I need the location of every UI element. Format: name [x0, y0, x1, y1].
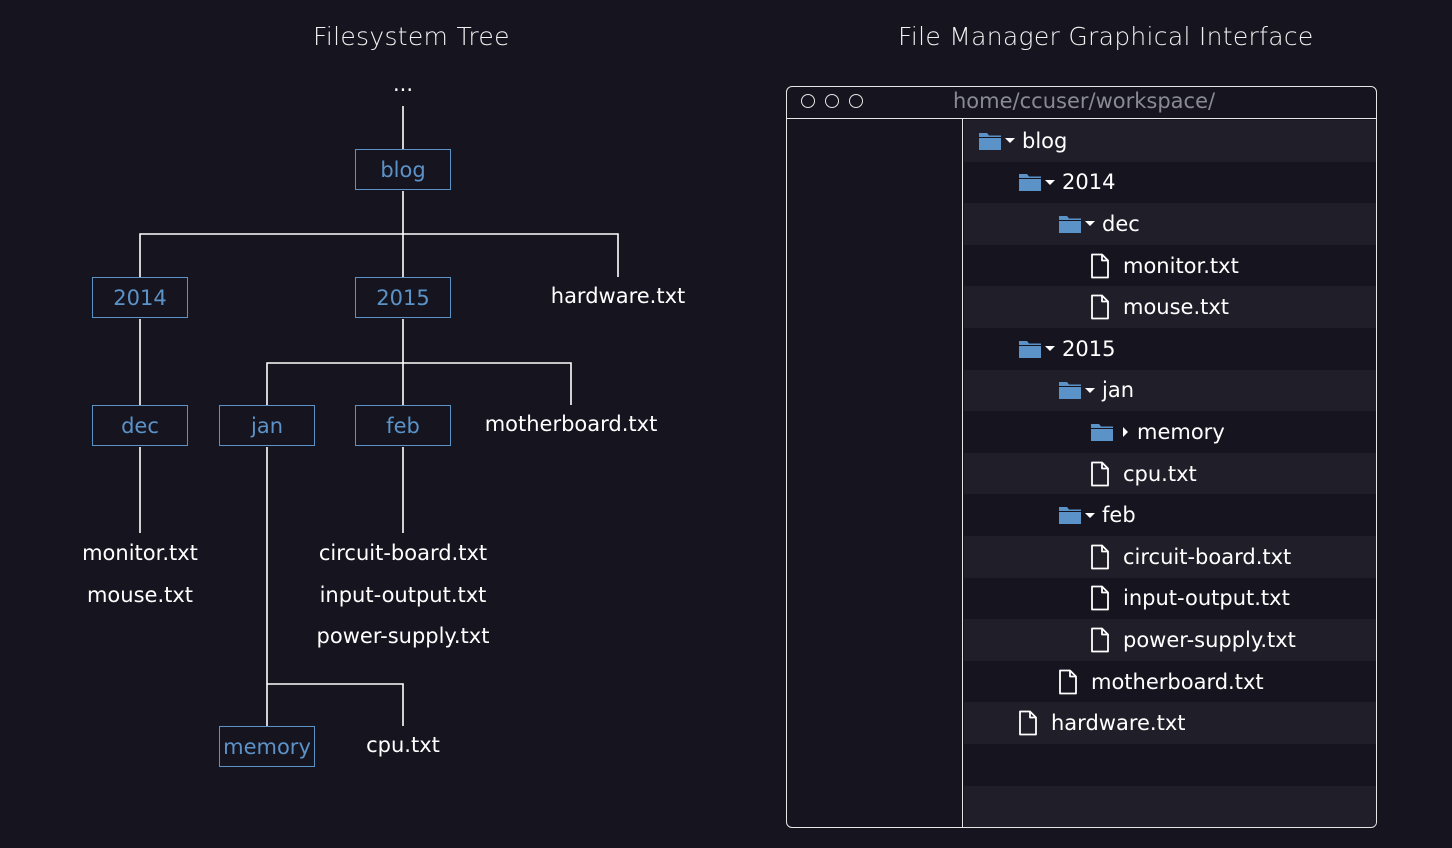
window-titlebar: home/ccuser/workspace/ [787, 87, 1376, 119]
folder-icon [1059, 215, 1081, 233]
folder-item[interactable]: blog [978, 120, 1067, 162]
item-label: circuit-board.txt [1123, 544, 1292, 569]
list-row[interactable]: feb [964, 494, 1376, 536]
tree-file-cpu: cpu.txt [366, 733, 440, 757]
tree-file-hardware: hardware.txt [550, 284, 686, 308]
list-row[interactable]: jan [964, 369, 1376, 412]
file-icon [1091, 253, 1109, 278]
item-label: dec [1102, 211, 1140, 236]
list-row[interactable]: monitor.txt [964, 245, 1376, 287]
caret-down-icon[interactable] [1085, 221, 1095, 227]
window-close-button[interactable] [801, 94, 815, 108]
tree-folder-memory: memory [219, 726, 315, 767]
folder-icon [979, 132, 1001, 150]
list-row[interactable]: 2014 [964, 162, 1376, 204]
item-label: motherboard.txt [1091, 669, 1264, 694]
folder-icon [1059, 507, 1081, 525]
item-label: memory [1137, 419, 1225, 444]
item-label: hardware.txt [1051, 711, 1186, 736]
list-row[interactable]: hardware.txt [964, 702, 1376, 744]
tree-file-power-supply: power-supply.txt [316, 624, 490, 648]
file-item[interactable]: motherboard.txt [1058, 661, 1264, 703]
folder-icon [1091, 423, 1113, 441]
folder-icon [1019, 174, 1041, 192]
caret-down-icon[interactable] [1085, 387, 1095, 393]
folder-item[interactable]: jan [1058, 370, 1134, 412]
list-row[interactable]: mouse.txt [964, 286, 1376, 328]
file-manager-window: home/ccuser/workspace/ blog 2014 dec monito… [786, 86, 1377, 828]
list-row[interactable]: motherboard.txt [964, 661, 1376, 703]
file-item[interactable]: power-supply.txt [1090, 619, 1296, 661]
list-row [964, 744, 1376, 786]
tree-folder-blog: blog [355, 149, 451, 190]
file-item[interactable]: circuit-board.txt [1090, 536, 1291, 578]
list-row[interactable]: 2015 [964, 328, 1376, 370]
item-label: input-output.txt [1123, 586, 1290, 611]
tree-file-circuit-board: circuit-board.txt [318, 541, 488, 565]
list-row[interactable]: memory [964, 411, 1376, 453]
file-item[interactable]: monitor.txt [1090, 245, 1239, 287]
tree-ellipsis: ... [392, 72, 414, 96]
tree-file-input-output: input-output.txt [319, 583, 487, 607]
folder-item[interactable]: 2014 [1018, 162, 1115, 204]
tree-heading: Filesystem Tree [313, 22, 510, 51]
file-icon [1091, 544, 1109, 570]
folder-item[interactable]: 2015 [1018, 328, 1115, 370]
folder-icon [1019, 340, 1041, 358]
tree-folder-feb: feb [355, 405, 451, 446]
item-label: cpu.txt [1123, 461, 1197, 486]
file-icon [1019, 710, 1037, 736]
caret-down-icon[interactable] [1045, 346, 1055, 352]
item-label: power-supply.txt [1123, 627, 1296, 652]
tree-folder-2014: 2014 [92, 277, 188, 318]
tree-file-motherboard: motherboard.txt [484, 412, 658, 436]
tree-folder-dec: dec [92, 405, 188, 446]
tree-folder-2015: 2015 [355, 277, 451, 318]
folder-item[interactable]: dec [1058, 203, 1140, 245]
connector [266, 362, 572, 405]
item-label: 2015 [1062, 336, 1116, 361]
folder-item[interactable]: feb [1058, 494, 1136, 536]
file-icon [1091, 585, 1109, 611]
file-icon [1091, 294, 1109, 320]
caret-down-icon[interactable] [1085, 512, 1095, 518]
list-row[interactable]: cpu.txt [964, 452, 1376, 495]
sidebar [787, 119, 963, 827]
caret-down-icon[interactable] [1005, 138, 1015, 144]
file-item[interactable]: input-output.txt [1090, 578, 1290, 620]
item-label: 2014 [1062, 170, 1116, 195]
folder-icon [1059, 382, 1081, 400]
tree-file-monitor: monitor.txt [82, 541, 198, 565]
list-row[interactable]: dec [964, 203, 1376, 245]
window-minimize-button[interactable] [825, 94, 839, 108]
file-icon [1091, 461, 1109, 486]
folder-item[interactable]: memory [1090, 411, 1225, 453]
item-label: jan [1102, 378, 1135, 403]
list-row[interactable]: circuit-board.txt [964, 536, 1376, 578]
list-row[interactable]: input-output.txt [964, 578, 1376, 620]
tree-folder-jan: jan [219, 405, 315, 446]
file-item[interactable]: mouse.txt [1090, 286, 1229, 328]
item-label: monitor.txt [1123, 253, 1239, 278]
list-row [964, 785, 1376, 827]
list-row[interactable]: blog [964, 120, 1376, 162]
file-icon [1091, 627, 1109, 653]
connector [267, 683, 404, 726]
file-item[interactable]: cpu.txt [1090, 453, 1197, 495]
file-manager-heading: File Manager Graphical Interface [898, 22, 1314, 51]
file-item[interactable]: hardware.txt [1018, 702, 1185, 744]
item-label: mouse.txt [1123, 295, 1230, 320]
item-label: feb [1102, 503, 1136, 528]
caret-down-icon[interactable] [1045, 179, 1055, 185]
tree-file-mouse: mouse.txt [86, 583, 194, 607]
file-icon [1059, 669, 1077, 694]
item-label: blog [1022, 128, 1068, 153]
caret-right-icon[interactable] [1123, 426, 1128, 437]
window-maximize-button[interactable] [849, 94, 863, 108]
list-row[interactable]: power-supply.txt [964, 619, 1376, 661]
path-bar[interactable]: home/ccuser/workspace/ [953, 89, 1216, 113]
connector [139, 233, 619, 277]
